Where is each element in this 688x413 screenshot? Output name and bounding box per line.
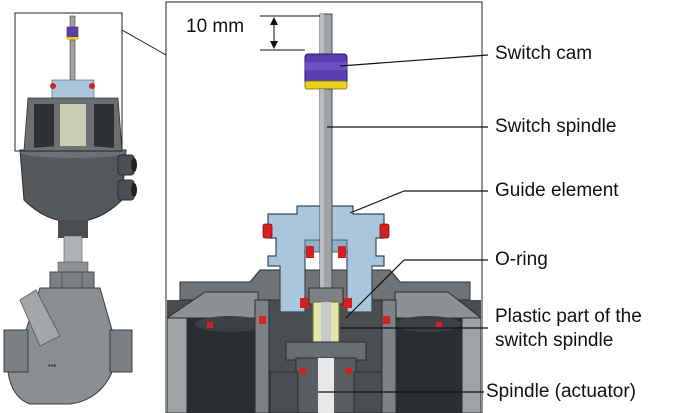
dimension-10mm [260, 15, 320, 51]
dimension-label: 10 mm [186, 16, 245, 37]
label-switch-cam: Switch cam [495, 43, 593, 64]
label-switch-spindle: Switch spindle [495, 116, 617, 137]
overview-valve: ▪▪▪ [3, 15, 137, 405]
svg-text:▪▪▪: ▪▪▪ [48, 361, 57, 370]
label-spindle-actuator: Spindle (actuator) [486, 381, 636, 402]
label-plastic-part-line2: switch spindle [495, 330, 614, 351]
label-plastic-part-line1: Plastic part of the [495, 306, 642, 327]
label-guide-element: Guide element [495, 180, 619, 201]
leader-lines [318, 54, 489, 393]
label-o-ring: O-ring [495, 249, 548, 270]
overview-frame [14, 12, 123, 152]
detail-cutaway [167, 13, 481, 413]
